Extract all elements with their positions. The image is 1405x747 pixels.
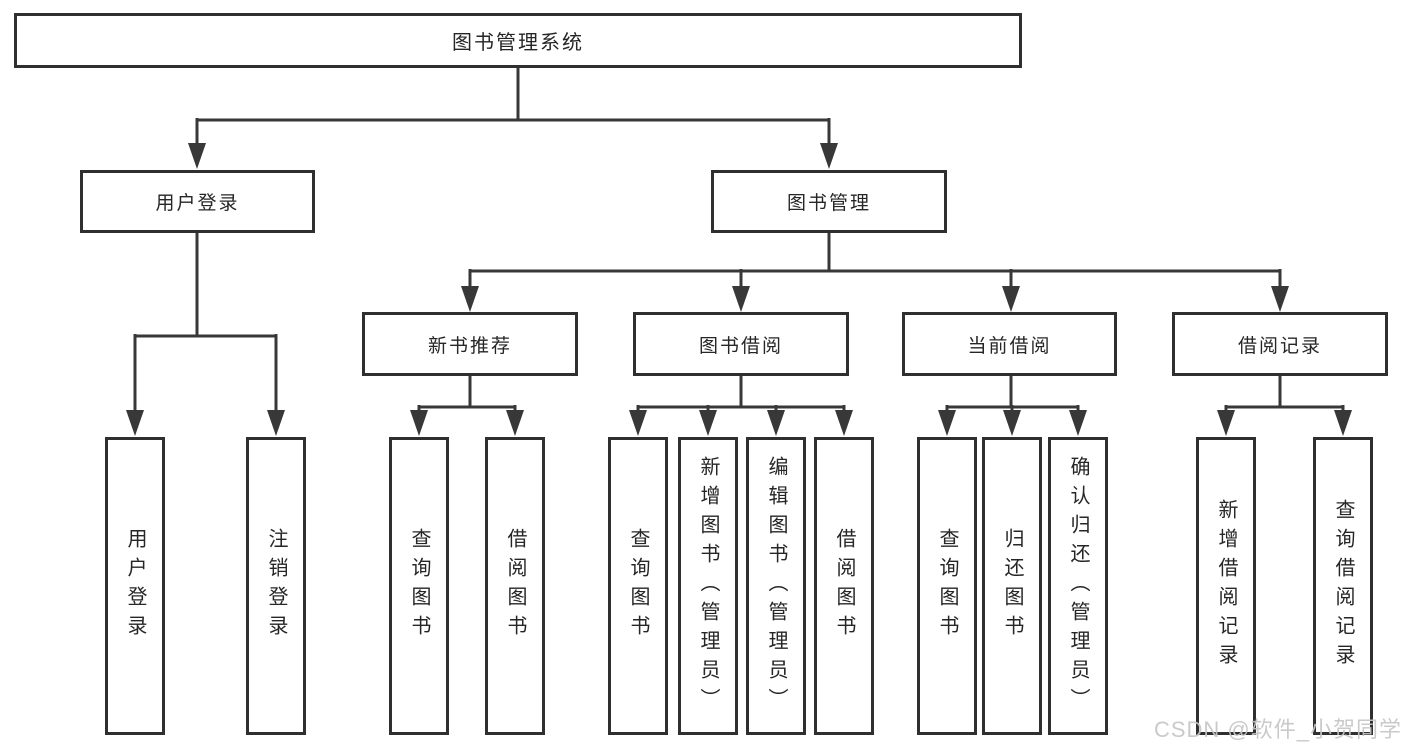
watermark: CSDN @软件_小贺同学 <box>1153 717 1402 742</box>
node-current-borrow-label: 当前借阅 <box>967 335 1052 357</box>
node-leaf-logout-label: 注销登录 <box>265 528 287 644</box>
node-leaf-query-borrow-record: 查询借阅记录 <box>1313 437 1373 735</box>
node-new-book-recommend-label: 新书推荐 <box>427 335 512 357</box>
node-leaf-user-login: 用户登录 <box>105 437 165 735</box>
node-library-system-label: 图书管理系统 <box>452 32 584 54</box>
node-library-system: 图书管理系统 <box>14 13 1022 68</box>
node-leaf-borrow-book-label: 借阅图书 <box>833 528 855 644</box>
node-book-borrow-label: 图书借阅 <box>698 335 783 357</box>
node-new-book-recommend: 新书推荐 <box>362 312 578 376</box>
node-current-borrow: 当前借阅 <box>902 312 1117 376</box>
node-leaf-edit-book-admin-label: 编辑图书（管理员） <box>765 455 787 717</box>
node-leaf-recommend-query-book: 查询图书 <box>389 437 449 735</box>
node-leaf-borrow-query-book-label: 查询图书 <box>627 528 649 644</box>
node-leaf-user-login-label: 用户登录 <box>124 528 146 644</box>
node-user-login-label: 用户登录 <box>155 193 240 214</box>
node-leaf-recommend-borrow-book-label: 借阅图书 <box>504 528 526 644</box>
node-leaf-edit-book-admin: 编辑图书（管理员） <box>746 437 806 735</box>
node-leaf-confirm-return-admin: 确认归还（管理员） <box>1048 437 1108 735</box>
node-leaf-add-borrow-record-label: 新增借阅记录 <box>1215 499 1237 673</box>
node-leaf-recommend-query-book-label: 查询图书 <box>408 528 430 644</box>
node-leaf-borrow-book: 借阅图书 <box>814 437 874 735</box>
node-leaf-current-query-book: 查询图书 <box>917 437 977 735</box>
node-borrow-records-label: 借阅记录 <box>1237 335 1322 357</box>
node-leaf-borrow-query-book: 查询图书 <box>608 437 668 735</box>
node-leaf-add-book-admin: 新增图书（管理员） <box>678 437 738 735</box>
node-leaf-query-borrow-record-label: 查询借阅记录 <box>1332 499 1354 673</box>
node-book-borrow: 图书借阅 <box>633 312 849 376</box>
node-borrow-records: 借阅记录 <box>1172 312 1388 376</box>
node-leaf-add-borrow-record: 新增借阅记录 <box>1196 437 1256 735</box>
node-leaf-logout: 注销登录 <box>246 437 306 735</box>
node-book-management-label: 图书管理 <box>786 193 871 214</box>
node-leaf-recommend-borrow-book: 借阅图书 <box>485 437 545 735</box>
arrowheads <box>126 143 1352 436</box>
node-leaf-add-book-admin-label: 新增图书（管理员） <box>697 455 719 717</box>
node-leaf-current-query-book-label: 查询图书 <box>936 528 958 644</box>
node-user-login: 用户登录 <box>80 170 315 233</box>
node-leaf-confirm-return-admin-label: 确认归还（管理员） <box>1067 455 1089 717</box>
node-book-management: 图书管理 <box>711 170 947 233</box>
node-leaf-return-book-label: 归还图书 <box>1001 528 1023 644</box>
node-leaf-return-book: 归还图书 <box>982 437 1042 735</box>
